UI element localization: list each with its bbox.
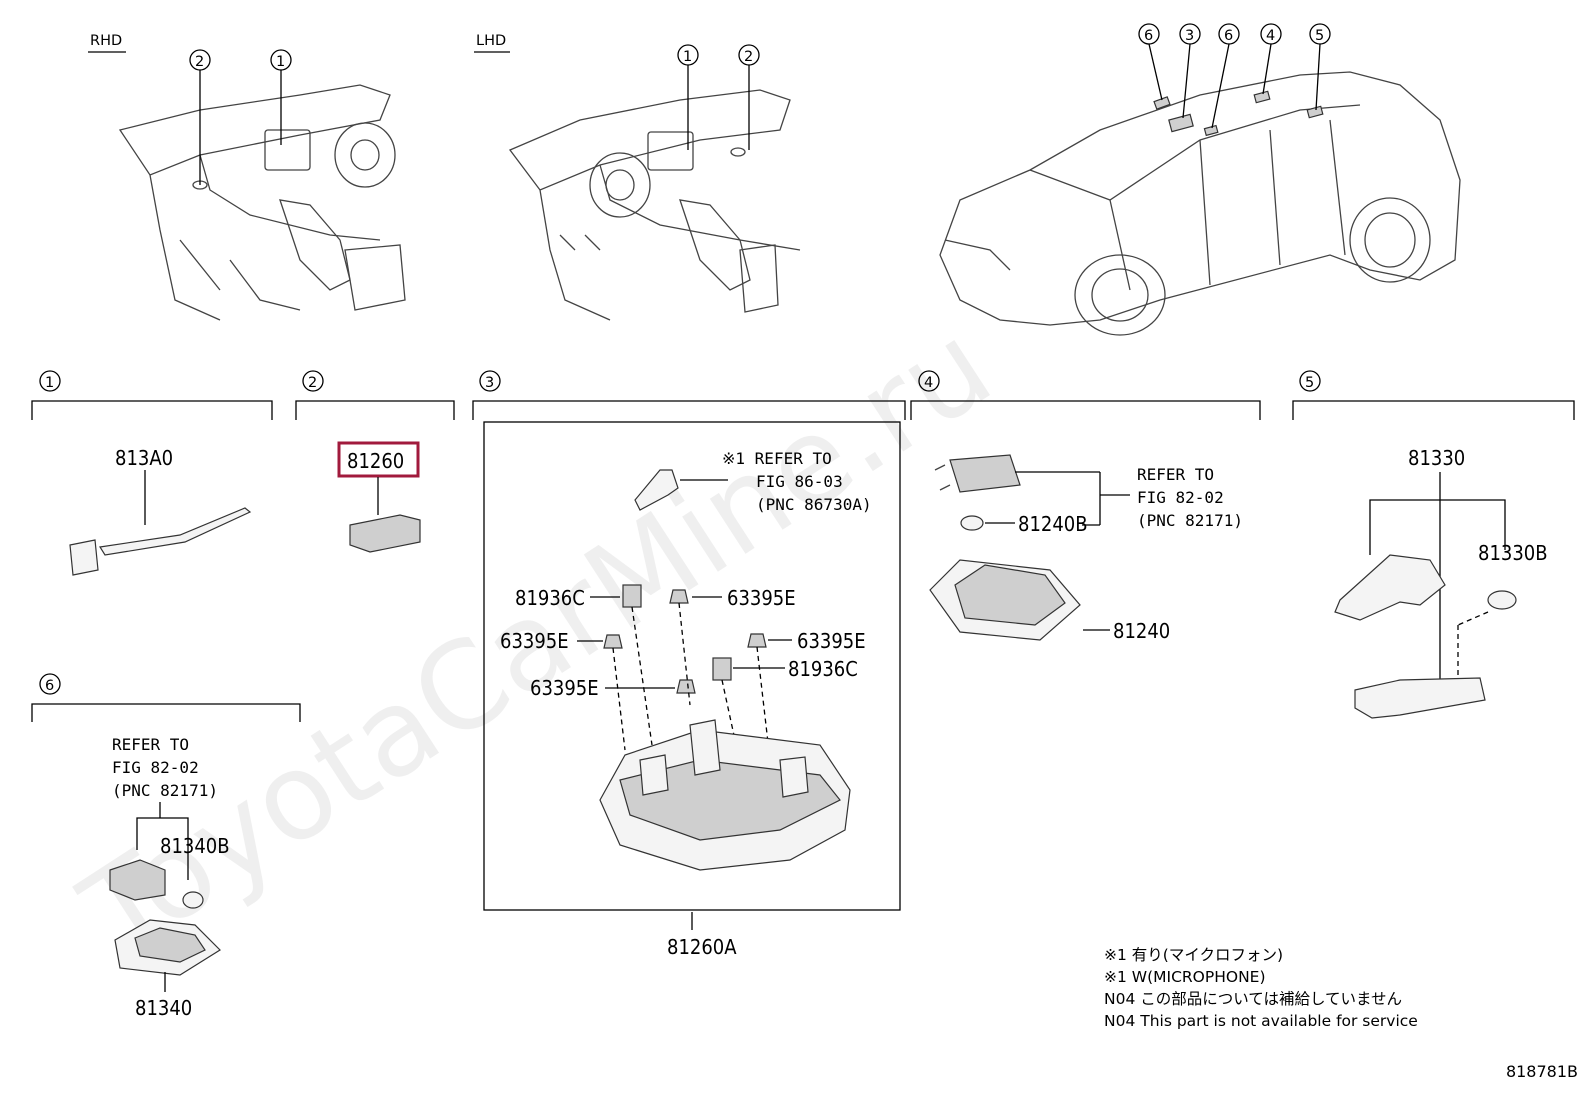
part-81936C-b-shape [712, 657, 732, 681]
part-81340B[interactable]: 81340B [160, 834, 230, 858]
ref-4-refer-to: REFER TO [1137, 465, 1214, 484]
section-2-callout: 2 [308, 375, 317, 391]
part-63395E-d[interactable]: 63395E [530, 676, 599, 700]
callout-6-roof-a: 6 [1144, 28, 1153, 44]
section-3: 3 ※1 REFER TO FIG 86-03 (PNC 86730A) 819… [472, 370, 906, 959]
callout-4-roof: 4 [1266, 28, 1275, 44]
footnote-line: ※1 W(MICROPHONE) [1104, 968, 1266, 986]
top-callouts: 2 1 1 2 6 3 6 4 5 [189, 23, 1331, 185]
section-5: 5 81330 81330B [1292, 370, 1575, 719]
footnotes: ※1 有り(マイクロフォン) ※1 W(MICROPHONE) N04 この部品… [1104, 944, 1418, 1032]
callout-2-lhd: 2 [744, 49, 753, 65]
ref-mic-fig: FIG 86-03 [756, 472, 843, 491]
rhd-interior-illustration: RHD [88, 33, 406, 321]
lhd-label: LHD [476, 33, 506, 49]
part-63395E-b[interactable]: 63395E [500, 629, 569, 653]
callout-2-rhd: 2 [195, 54, 204, 70]
section-6: 6 REFER TO FIG 82-02 (PNC 82171) 81340B … [31, 673, 301, 1020]
part-81936C-a[interactable]: 81936C [515, 586, 585, 610]
section-3-frame [483, 421, 901, 911]
lhd-interior-illustration: LHD [474, 33, 801, 321]
part-63395E-a[interactable]: 63395E [727, 586, 796, 610]
part-81330B[interactable]: 81330B [1478, 541, 1548, 565]
figure-number: 818781B [1505, 1062, 1578, 1081]
ref-4-fig: FIG 82-02 [1137, 488, 1224, 507]
callout-3-roof: 3 [1185, 28, 1194, 44]
part-81260A[interactable]: 81260A [667, 935, 737, 959]
callout-5-roof: 5 [1315, 28, 1324, 44]
footnote-line: N04 This part is not available for servi… [1104, 1012, 1418, 1030]
ref-mic-prefix: ※1 REFER TO [722, 449, 832, 468]
section-4: 4 81240B REFER TO FIG 82-02 (PNC 82171) … [910, 370, 1261, 643]
part-81936C-b[interactable]: 81936C [788, 657, 858, 681]
ref-6-refer-to: REFER TO [112, 735, 189, 754]
ref-6-fig: FIG 82-02 [112, 758, 199, 777]
section-1: 1 813A0 [31, 370, 273, 576]
door-lamp-shape [1354, 677, 1486, 719]
part-81340[interactable]: 81340 [135, 996, 192, 1020]
part-81240B[interactable]: 81240B [1018, 512, 1088, 536]
callout-1-rhd: 1 [276, 54, 285, 70]
part-81260-highlight-box [337, 441, 420, 478]
section-5-callout: 5 [1305, 375, 1314, 391]
callout-1-lhd: 1 [683, 49, 692, 65]
part-813A0[interactable]: 813A0 [115, 446, 173, 470]
part-81330[interactable]: 81330 [1408, 446, 1465, 470]
section-1-callout: 1 [45, 375, 54, 391]
rhd-label: RHD [90, 33, 122, 49]
part-63395E-c[interactable]: 63395E [797, 629, 866, 653]
ref-mic-pnc: (PNC 86730A) [756, 495, 872, 514]
ref-6-pnc: (PNC 82171) [112, 781, 218, 800]
footnote-line: N04 この部品については補給していません [1104, 990, 1403, 1008]
part-81240[interactable]: 81240 [1113, 619, 1170, 643]
ref-4-pnc: (PNC 82171) [1137, 511, 1243, 530]
section-2: 2 81260 [295, 370, 455, 553]
vehicle-exterior-illustration [939, 71, 1461, 336]
section-3-callout: 3 [485, 375, 494, 391]
part-81936C-a-shape [622, 584, 642, 608]
callout-6-roof-b: 6 [1224, 28, 1233, 44]
part-81260[interactable]: 81260 [347, 449, 404, 473]
section-4-callout: 4 [924, 375, 933, 391]
footnote-line: ※1 有り(マイクロフォン) [1104, 946, 1284, 964]
section-6-callout: 6 [45, 678, 54, 694]
